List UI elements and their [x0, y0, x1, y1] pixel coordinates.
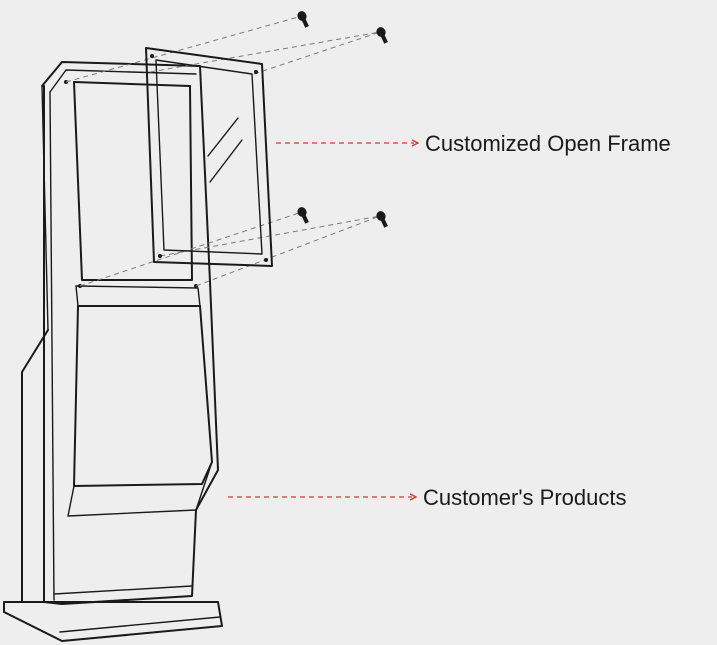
screw-icon — [297, 11, 309, 28]
body-screw-holes — [64, 80, 198, 288]
screw-icon — [376, 27, 388, 44]
assembly-guide-lines — [65, 15, 381, 287]
kiosk-body — [41, 61, 219, 605]
label-open-frame: Customized Open Frame — [425, 131, 671, 156]
screw-icon — [297, 207, 309, 224]
callout-open-frame: Customized Open Frame — [276, 131, 671, 156]
screw-icon — [376, 211, 388, 228]
arrow-right-icon — [411, 139, 420, 147]
open-frame-panel — [145, 47, 273, 267]
kiosk-base — [3, 601, 223, 642]
label-customer-products: Customer's Products — [423, 485, 627, 510]
callout-products: Customer's Products — [228, 485, 627, 510]
arrow-right-icon — [409, 493, 418, 501]
